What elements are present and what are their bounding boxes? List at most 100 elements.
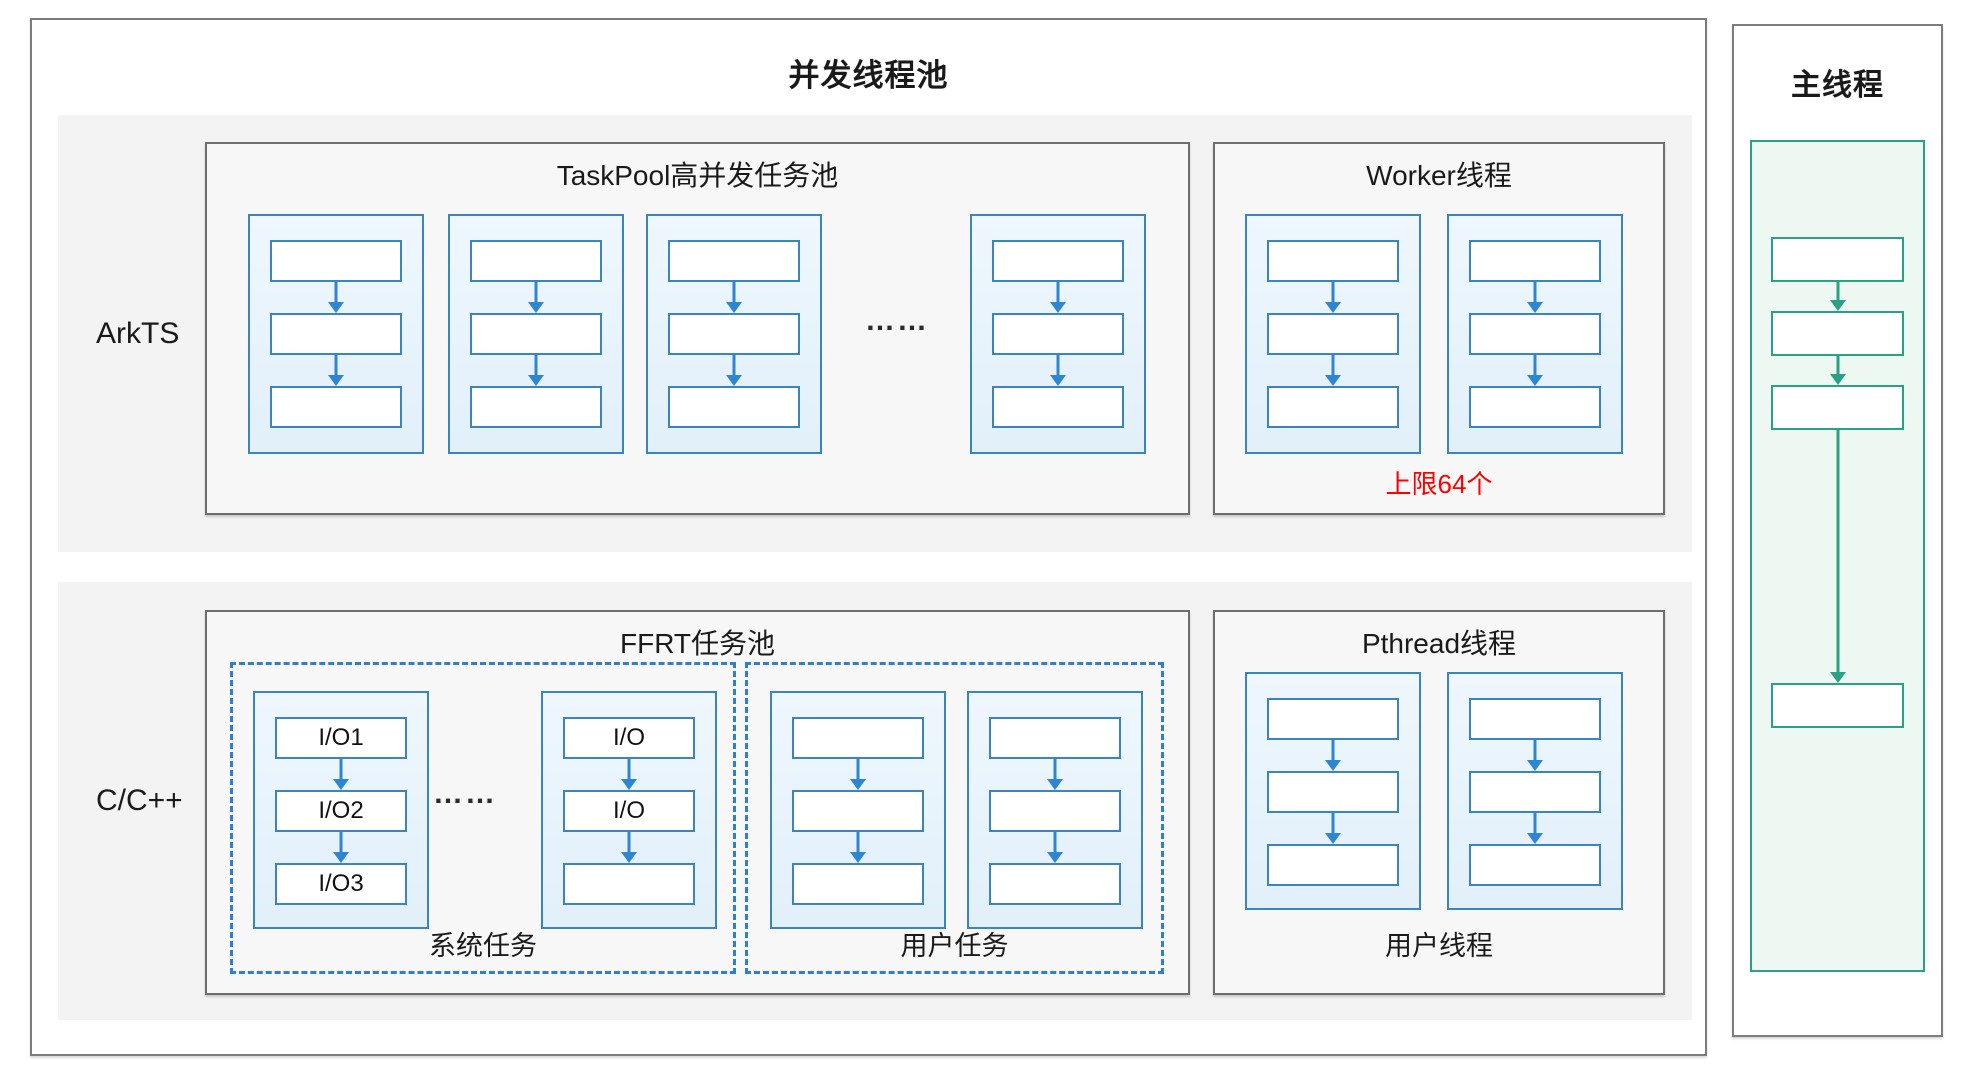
arrow-down-icon: [563, 832, 695, 863]
task-box: [1469, 240, 1601, 282]
worker-section: Worker线程 上限64个: [1213, 142, 1665, 515]
ellipsis-dots: ……: [433, 777, 497, 810]
task-box: [992, 313, 1124, 355]
task-box: [470, 313, 602, 355]
io-box: I/O: [563, 790, 695, 832]
main-task-box: [1771, 237, 1904, 282]
task-box: [792, 717, 924, 759]
main-thread-title: 主线程: [1791, 69, 1884, 102]
worker-limit-note: 上限64个: [1385, 469, 1493, 499]
task-box: [989, 863, 1121, 905]
task-box: [470, 386, 602, 428]
task-box: [989, 717, 1121, 759]
thread-column: I/O I/O: [541, 691, 717, 929]
task-box: [1469, 386, 1601, 428]
arrow-down-icon: [668, 282, 800, 313]
arrow-down-icon: [668, 355, 800, 386]
taskpool-title: TaskPool高并发任务池: [556, 160, 839, 191]
arrow-down-icon: [563, 759, 695, 790]
main-thread-lane: [1750, 140, 1925, 972]
task-box: [792, 790, 924, 832]
main-task-box: [1771, 385, 1904, 430]
main-task-box: [1771, 311, 1904, 356]
user-thread-label: 用户线程: [1385, 931, 1493, 961]
thread-column: [1447, 672, 1623, 910]
io-box: I/O2: [275, 790, 407, 832]
arrow-down-icon: [989, 832, 1121, 863]
arrow-down-icon: [270, 282, 402, 313]
thread-column: I/O1 I/O2 I/O3: [253, 691, 429, 929]
task-box: [270, 240, 402, 282]
arrow-down-icon: [792, 759, 924, 790]
thread-column: [448, 214, 624, 454]
task-box: [1267, 313, 1399, 355]
task-box: [668, 386, 800, 428]
ffrt-section: FFRT任务池 I/O1 I/O2 I/O3 …… I/O I/O: [205, 610, 1190, 995]
io-box: I/O3: [275, 863, 407, 905]
ffrt-title: FFRT任务池: [619, 628, 776, 659]
main-thread-panel: 主线程: [1732, 24, 1943, 1037]
arrow-down-icon: [470, 282, 602, 313]
task-box: [668, 313, 800, 355]
io-box: I/O: [563, 717, 695, 759]
task-box: [270, 313, 402, 355]
cpp-label: C/C++: [96, 784, 183, 817]
task-box: [1267, 771, 1399, 813]
arrow-down-icon: [989, 759, 1121, 790]
thread-column: [970, 214, 1146, 454]
thread-column: [1447, 214, 1623, 454]
arrow-down-icon: [992, 355, 1124, 386]
thread-column: [646, 214, 822, 454]
arrow-down-icon: [1469, 355, 1601, 386]
pthread-title: Pthread线程: [1361, 628, 1517, 659]
task-box: [992, 240, 1124, 282]
ellipsis-dots: ……: [865, 304, 929, 337]
task-box: [1469, 844, 1601, 886]
task-box: [1267, 698, 1399, 740]
system-tasks-label: 系统任务: [429, 931, 537, 961]
arrow-down-icon: [792, 832, 924, 863]
arkts-band: ArkTS TaskPool高并发任务池: [58, 115, 1692, 552]
arrow-down-icon: [1469, 740, 1601, 771]
taskpool-section: TaskPool高并发任务池: [205, 142, 1190, 515]
concurrent-thread-pool-panel: 并发线程池 ArkTS TaskPool高并发任务池: [30, 18, 1707, 1056]
thread-column: [1245, 672, 1421, 910]
thread-column: [967, 691, 1143, 929]
arkts-label: ArkTS: [96, 316, 180, 350]
task-box: [1469, 698, 1601, 740]
cpp-band: C/C++ FFRT任务池 I/O1 I/O2 I/O3 …… I/O: [58, 582, 1692, 1020]
arrow-down-icon: [1267, 813, 1399, 844]
user-tasks-group: 用户任务: [745, 662, 1164, 974]
task-box: [1267, 240, 1399, 282]
thread-column: [248, 214, 424, 454]
arrow-down-icon: [275, 832, 407, 863]
long-arrow-down-icon: [1752, 430, 1923, 683]
task-box: [792, 863, 924, 905]
task-box: [989, 790, 1121, 832]
task-box: [1469, 771, 1601, 813]
arrow-down-icon: [1752, 282, 1923, 311]
arrow-down-icon: [1469, 813, 1601, 844]
task-box: [992, 386, 1124, 428]
arrow-down-icon: [470, 355, 602, 386]
task-box: [1267, 844, 1399, 886]
task-box: [1469, 313, 1601, 355]
task-box: [270, 386, 402, 428]
thread-column: [770, 691, 946, 929]
pthread-section: Pthread线程 用户线程: [1213, 610, 1665, 995]
task-box: [470, 240, 602, 282]
io-box: I/O1: [275, 717, 407, 759]
pool-title: 并发线程池: [788, 58, 949, 93]
arrow-down-icon: [1267, 740, 1399, 771]
arrow-down-icon: [1267, 282, 1399, 313]
arrow-down-icon: [1267, 355, 1399, 386]
arrow-down-icon: [270, 355, 402, 386]
arrow-down-icon: [992, 282, 1124, 313]
worker-title: Worker线程: [1366, 160, 1512, 191]
arrow-down-icon: [1752, 356, 1923, 385]
system-tasks-group: I/O1 I/O2 I/O3 …… I/O I/O 系统任务: [230, 662, 736, 974]
task-box: [668, 240, 800, 282]
io-box: [563, 863, 695, 905]
arrow-down-icon: [1469, 282, 1601, 313]
